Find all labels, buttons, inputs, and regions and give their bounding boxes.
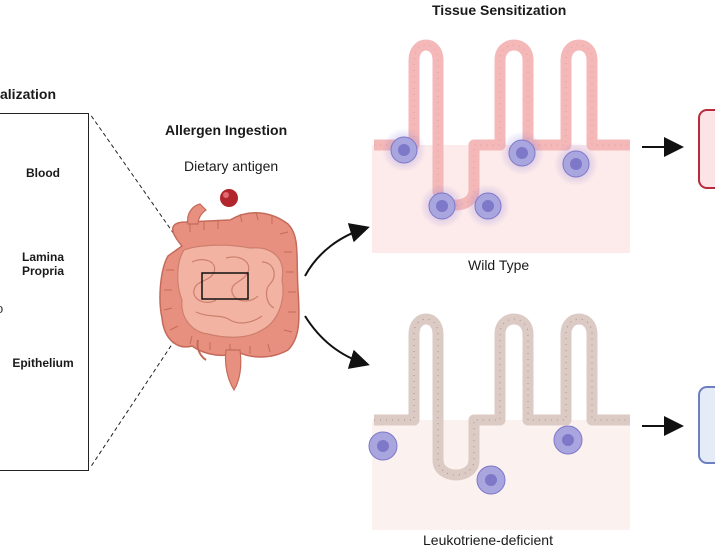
wild-type-cell-2 [500, 131, 544, 175]
deficient-cell-1 [368, 431, 398, 461]
outcome-box-bottom [698, 386, 715, 464]
zoom-box [201, 272, 249, 300]
deficient-tissue [368, 313, 630, 530]
tissue-sensitization-heading: Tissue Sensitization [432, 2, 567, 18]
wild-type-cell-3 [554, 142, 598, 186]
lamina-propria-label: Lamina Propria [0, 250, 88, 278]
wild-type-cell-5 [466, 184, 510, 228]
intestine-icon [159, 203, 300, 392]
blood-label: Blood [26, 166, 60, 180]
deficient-cell-2 [553, 425, 583, 455]
arrow-to-wild-type [304, 223, 370, 277]
dietary-antigen-icon [220, 189, 238, 207]
zoom-line-top [89, 113, 203, 275]
left-edge-glyph: o [0, 301, 3, 316]
zoom-line-bottom [89, 298, 203, 469]
leukotriene-deficient-caption: Leukotriene-deficient [423, 532, 553, 548]
deficient-villi-nuclei [374, 318, 630, 476]
lamina-propria-line2: Propria [21, 264, 64, 278]
dietary-antigen-label: Dietary antigen [184, 158, 279, 174]
arrow-to-deficient [304, 315, 370, 369]
wild-type-cell-4 [420, 184, 464, 228]
outcome-box-top [698, 109, 715, 189]
allergen-ingestion-heading: Allergen Ingestion [165, 122, 288, 138]
left-panel-heading: alization [0, 86, 57, 102]
epithelium-label: Epithelium [12, 356, 74, 370]
lamina-propria-line1: Lamina [21, 250, 64, 264]
wild-type-tissue [372, 39, 630, 253]
gut-layers-panel: Blood Lamina Propria Epithelium [0, 113, 89, 471]
antigen-highlight [223, 192, 229, 198]
wild-type-caption: Wild Type [468, 257, 530, 273]
deficient-cell-3 [476, 465, 506, 495]
wild-type-villi [374, 39, 630, 211]
wild-type-cell-1 [382, 128, 426, 172]
